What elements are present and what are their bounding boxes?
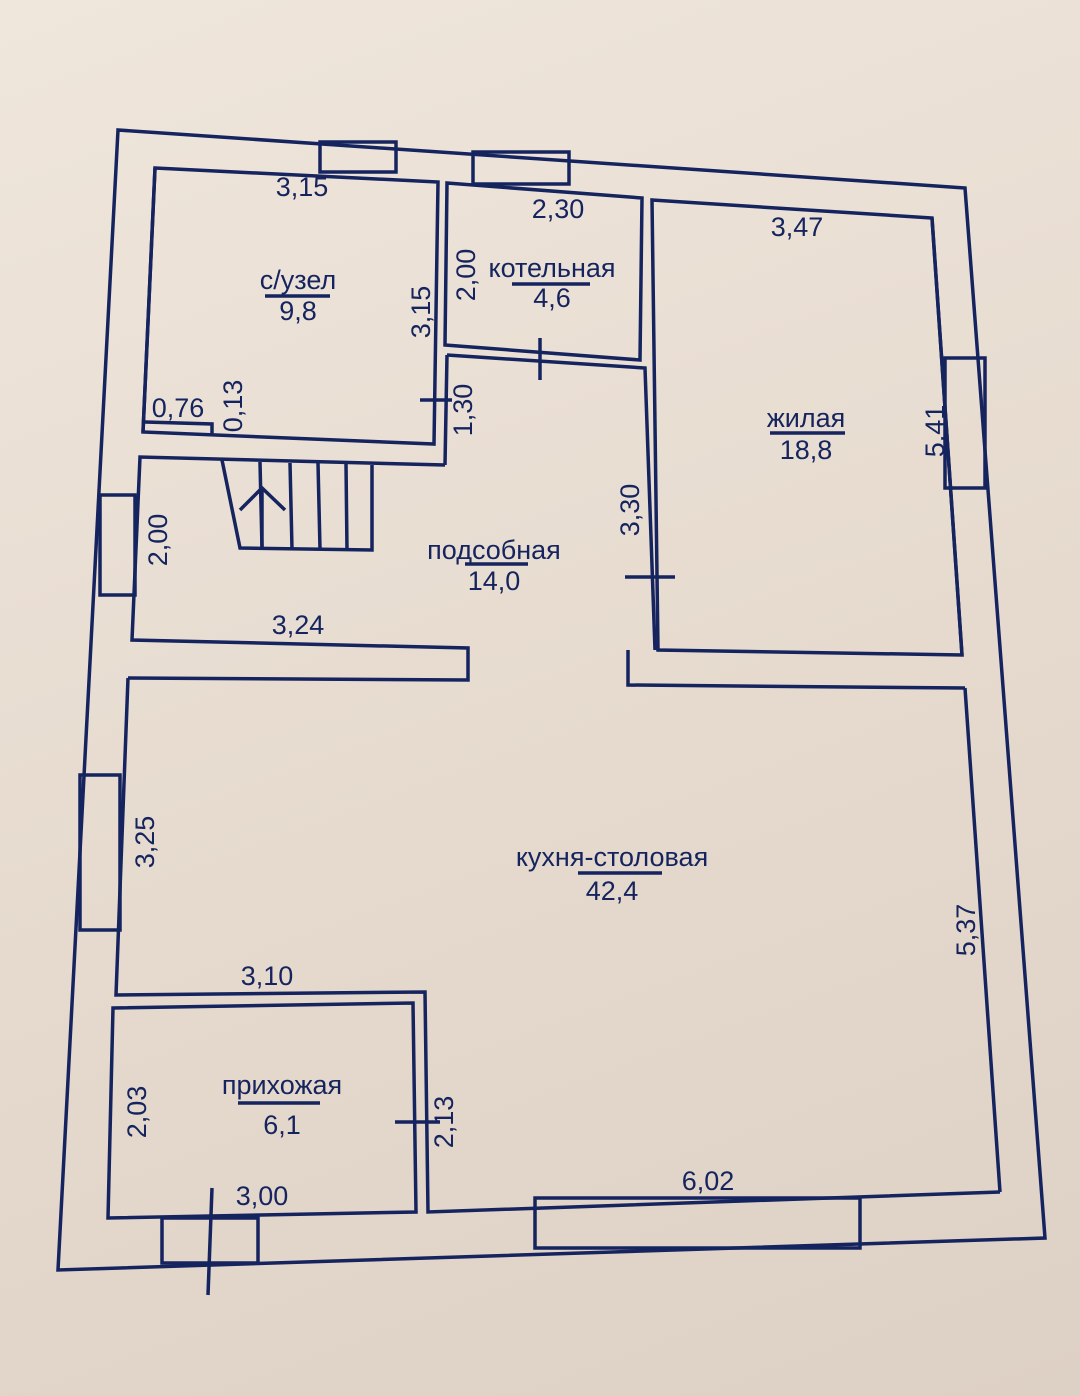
window-stair — [98, 493, 137, 597]
utility-left-wall — [443, 354, 449, 466]
room-name-bathroom: с/узел — [260, 265, 336, 295]
room-name-kitchen: кухня-столовая — [516, 842, 708, 872]
room-area-bathroom: 9,8 — [279, 296, 317, 326]
room-area-living: 18,8 — [780, 435, 833, 465]
dim-boiler-top: 2,30 — [532, 194, 585, 224]
bath-niche — [144, 420, 214, 434]
window-bath — [318, 140, 398, 174]
room-name-boiler: котельная — [488, 253, 615, 283]
room-area-boiler: 4,6 — [533, 283, 571, 313]
room-area-utility: 14,0 — [468, 566, 521, 596]
dim-kitchen-mid: 3,10 — [241, 961, 294, 991]
window-kitchen-bottom — [533, 1196, 862, 1250]
dim-kitchen-left: 3,25 — [130, 816, 160, 869]
room-area-hall: 6,1 — [263, 1110, 301, 1140]
utility-partition — [446, 353, 657, 651]
room-hall-wall — [106, 1001, 418, 1220]
dim-living-top: 3,47 — [771, 212, 824, 242]
room-area-kitchen: 42,4 — [586, 876, 639, 906]
dim-hall-right: 2,13 — [429, 1096, 459, 1149]
kitchen-wall-outline — [114, 677, 1001, 1214]
room-name-living: жилая — [767, 403, 846, 433]
window-kitchen-left — [78, 773, 122, 932]
room-boiler-wall — [443, 181, 644, 362]
dim-kitchen-bottom: 6,02 — [682, 1166, 735, 1196]
dim-bath-top: 3,15 — [276, 172, 329, 202]
room-living-wall — [650, 198, 964, 657]
dim-stair-bottom: 3,24 — [272, 610, 325, 640]
outer-wall-inner-right-lower — [963, 687, 1002, 1193]
dim-bath-niche-w: 0,76 — [152, 393, 205, 423]
kitchen-wall — [626, 650, 966, 690]
room-name-utility: подсобная — [427, 535, 561, 565]
dim-bath-right: 3,15 — [406, 286, 436, 339]
dim-hall-bottom: 3,00 — [236, 1181, 289, 1211]
dim-bath-niche-h: 0,13 — [218, 380, 248, 433]
outer-wall-outline — [56, 128, 1047, 1272]
dim-living-right: 5,41 — [920, 405, 950, 458]
window-living — [943, 356, 987, 490]
room-bathroom-wall — [141, 166, 440, 446]
staircase — [220, 459, 374, 552]
dim-hall-left: 2,03 — [122, 1086, 152, 1139]
dim-utility-right: 3,30 — [615, 484, 645, 537]
dim-boiler-left: 2,00 — [451, 249, 481, 302]
room-name-hall: прихожая — [222, 1070, 342, 1100]
dim-utility-left: 1,30 — [448, 384, 478, 437]
dim-stair-left: 2,00 — [143, 514, 173, 567]
door-mark-entrance — [206, 1187, 214, 1296]
window-boiler — [471, 150, 571, 186]
dim-kitchen-right: 5,37 — [951, 904, 981, 957]
room-utility-wall — [127, 455, 470, 682]
